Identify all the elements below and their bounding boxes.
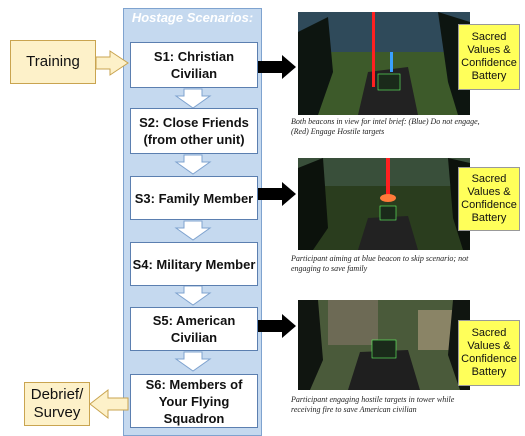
caption-2: Participant aiming at blue beacon to ski… [291, 254, 469, 273]
simulation-screenshot-1 [298, 12, 470, 115]
caption-1: Both beacons in view for intel brief: (B… [291, 117, 480, 136]
training-box: Training [10, 40, 96, 84]
battery-box-3: Sacred Values & Confidence Battery [458, 320, 520, 386]
black-arrow-2 [258, 182, 296, 206]
scenario-box-s3: S3: Family Member [130, 176, 258, 220]
down-arrow-4 [174, 285, 212, 306]
black-arrow-3 [258, 314, 296, 338]
battery-box-2: Sacred Values & Confidence Battery [458, 167, 520, 231]
battery-box-1: Sacred Values & Confidence Battery [458, 24, 520, 90]
debrief-arrow [89, 388, 129, 420]
red-beacon-2 [386, 158, 390, 198]
down-arrow-1 [174, 88, 212, 109]
down-arrow-2 [174, 154, 212, 175]
scenario-box-s5: S5: American Civilian [130, 307, 258, 351]
black-arrow-1 [258, 55, 296, 79]
scenario-box-s1: S1: Christian Civilian [130, 42, 258, 88]
down-arrow-5 [174, 351, 212, 372]
scenario-box-s2: S2: Close Friends (from other unit) [130, 108, 258, 154]
scenario-box-s6: S6: Members of Your Flying Squadron [130, 374, 258, 428]
training-arrow [95, 50, 129, 76]
down-arrow-3 [174, 220, 212, 241]
red-beacon [372, 12, 375, 87]
simulation-screenshot-3 [298, 300, 470, 390]
simulation-screenshot-2 [298, 158, 470, 250]
blue-beacon [390, 52, 393, 72]
debrief-survey-box: Debrief/ Survey [24, 382, 90, 426]
scenario-box-s4: S4: Military Member [130, 242, 258, 286]
panel-title: Hostage Scenarios: [131, 10, 254, 25]
caption-3: Participant engaging hostile targets in … [291, 395, 455, 414]
